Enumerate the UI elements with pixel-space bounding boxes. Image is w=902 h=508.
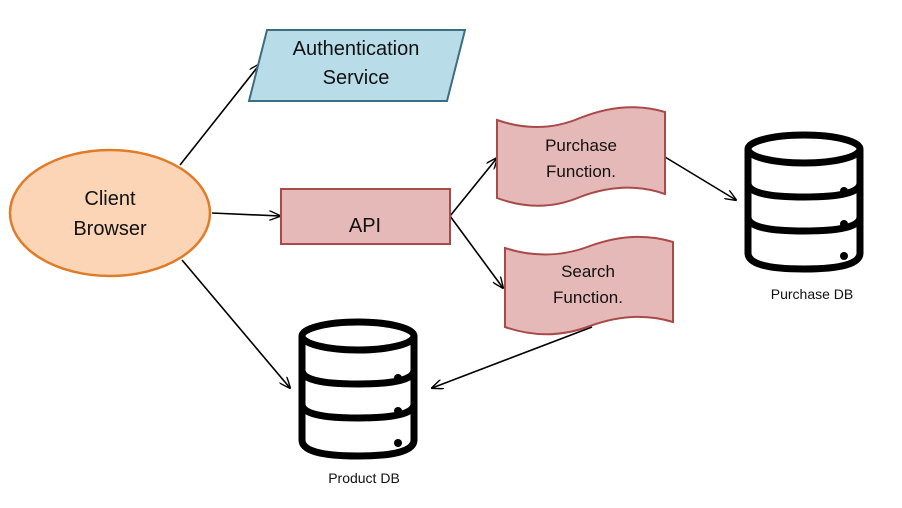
search-function-label-2: Function. xyxy=(553,288,623,307)
node-api: API xyxy=(280,188,451,245)
search-function-label-1: Search xyxy=(561,262,615,281)
client-browser-label-1: Client xyxy=(84,188,136,210)
authentication-service-shape xyxy=(247,29,467,102)
purchase-function-shape xyxy=(496,106,666,207)
api-label: API xyxy=(349,215,381,237)
edges xyxy=(179,64,736,388)
node-search-function: Search Function. xyxy=(504,235,674,336)
node-authentication-service: Authentication Service xyxy=(247,29,467,102)
purchase-function-label-1: Purchase xyxy=(545,136,617,155)
client-browser-label-2: Browser xyxy=(73,218,147,240)
edge-api-search xyxy=(449,215,503,288)
api-shape xyxy=(280,188,451,245)
database-icon xyxy=(744,131,864,273)
database-icon xyxy=(298,318,418,460)
node-purchase-function: Purchase Function. xyxy=(496,106,666,207)
product-db-label: Product DB xyxy=(328,470,400,486)
edge-search-productdb xyxy=(432,326,593,388)
edge-client-auth xyxy=(179,64,260,166)
client-browser-shape xyxy=(8,148,212,278)
edge-api-purchase xyxy=(449,158,497,217)
purchase-function-label-2: Function. xyxy=(546,162,616,181)
authentication-service-label-2: Service xyxy=(323,67,390,89)
edge-client-productdb xyxy=(181,259,290,388)
node-client-browser: Client Browser xyxy=(8,148,212,278)
edge-client-api xyxy=(211,213,280,216)
purchase-db-label: Purchase DB xyxy=(771,286,853,302)
search-function-shape xyxy=(504,235,674,336)
authentication-service-label-1: Authentication xyxy=(293,38,420,60)
edge-purchase-purchasedb xyxy=(664,156,736,200)
